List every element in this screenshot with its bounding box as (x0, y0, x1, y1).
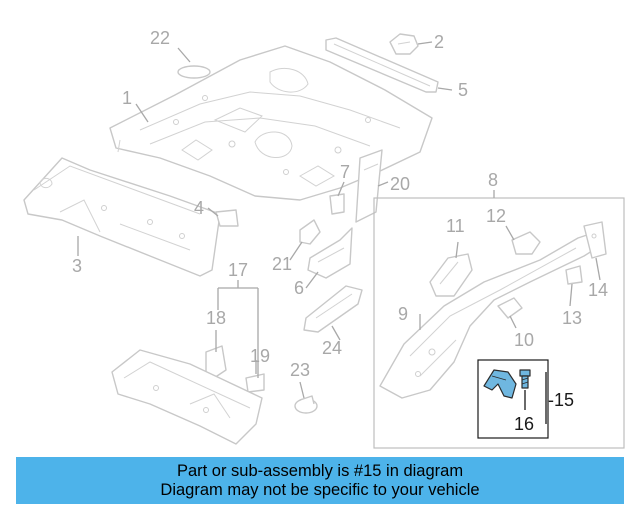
plug-part-23 (294, 395, 318, 414)
label-part-13: 13 (562, 308, 582, 328)
label-part-8: 8 (488, 170, 498, 190)
label-part-21: 21 (272, 254, 292, 274)
label-part-10: 10 (514, 330, 534, 350)
label-part-17: 17 (228, 260, 248, 280)
bracket-part-6 (307, 227, 353, 279)
label-part-3: 3 (72, 256, 82, 276)
banner-line-2: Diagram may not be specific to your vehi… (160, 480, 480, 499)
rear-floor-pan (109, 45, 433, 201)
label-part-2: 2 (434, 32, 444, 52)
label-part-12: 12 (486, 206, 506, 226)
bracket-part-4 (215, 209, 239, 227)
lower-cross-member-assembly (111, 349, 263, 445)
label-part-19: 19 (250, 346, 270, 366)
plate-part-14 (583, 221, 607, 259)
panel-part-11 (429, 253, 473, 297)
info-banner: Part or sub-assembly is #15 in diagram D… (16, 457, 624, 504)
label-part-14: 14 (588, 280, 608, 300)
label-part-22: 22 (150, 28, 170, 48)
bracket-part-15 (483, 369, 517, 399)
label-part-18: 18 (206, 308, 226, 328)
front-cross-member-part-3 (23, 157, 221, 277)
label-part-23: 23 (290, 360, 310, 380)
bracket-part-21 (299, 219, 321, 245)
label-part-20: 20 (390, 174, 410, 194)
label-part-16: 16 (514, 414, 534, 434)
label-part-6: 6 (294, 278, 304, 298)
bracket-part-12 (511, 231, 541, 255)
bolt-part-16 (519, 369, 531, 389)
label-part-7: 7 (340, 162, 350, 182)
patch-part-22 (177, 65, 211, 79)
label-part-24: 24 (322, 338, 342, 358)
panel-part-20 (355, 149, 383, 223)
highlight-frame (477, 359, 549, 439)
label-part-9: 9 (398, 304, 408, 324)
group-8-frame (373, 197, 625, 449)
bracket-part-7 (329, 193, 345, 215)
bracket-part-13 (565, 265, 583, 285)
reinforcement-part-24 (303, 285, 363, 333)
bracket-part-18 (205, 345, 227, 379)
label-part-4: 4 (194, 198, 204, 218)
label-part-5: 5 (458, 80, 468, 100)
bracket-part-2 (389, 33, 419, 55)
label-part-1: 1 (122, 88, 132, 108)
banner-line-1: Part or sub-assembly is #15 in diagram (176, 461, 464, 480)
cross-member-part-5 (325, 37, 439, 93)
bracket-part-10 (497, 297, 523, 319)
parts-diagram: 1 2 3 4 5 6 7 8 9 10 11 12 13 14 -15 16 … (23, 28, 625, 449)
bracket-part-19 (245, 373, 265, 393)
part-labels: 1 2 3 4 5 6 7 8 9 10 11 12 13 14 -15 16 … (72, 28, 608, 434)
leader-lines (77, 41, 601, 424)
label-part-15: -15 (548, 390, 574, 410)
label-part-11: 11 (446, 216, 465, 236)
